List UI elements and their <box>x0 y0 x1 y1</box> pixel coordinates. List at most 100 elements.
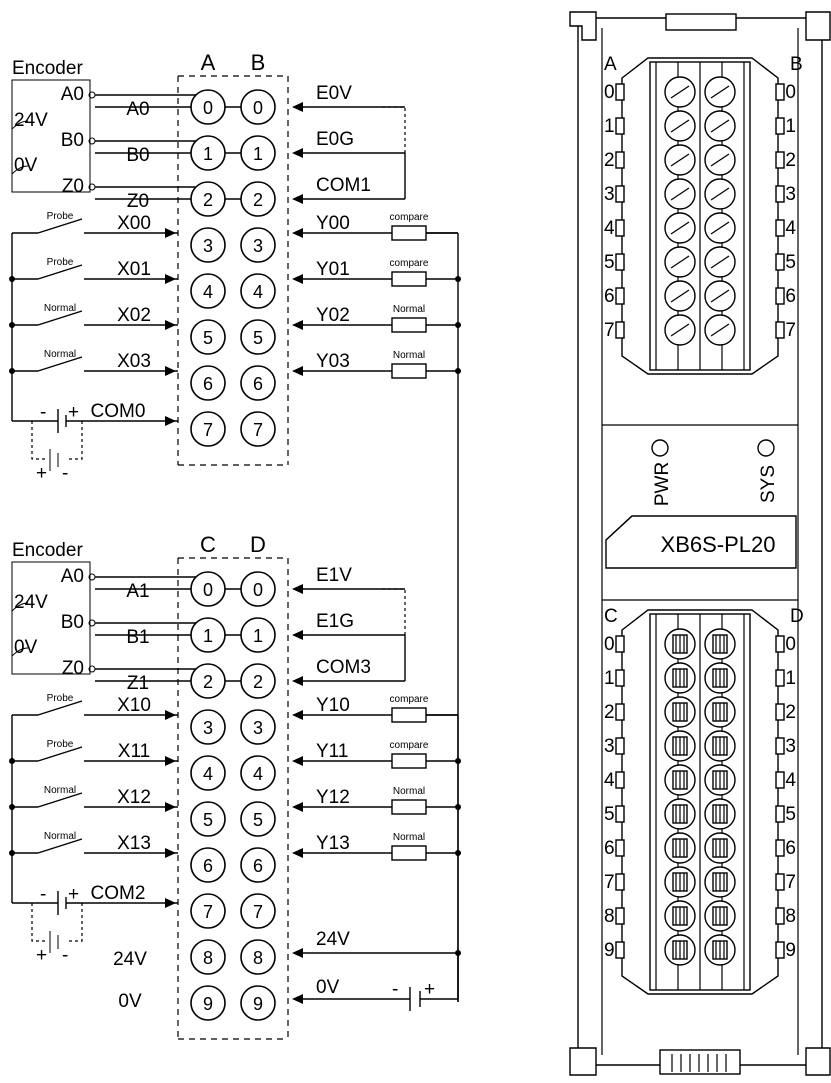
row-number-label: 5 <box>785 252 796 273</box>
input-arrow-icon <box>292 194 303 204</box>
terminal-left <box>190 617 226 653</box>
terminal-number: 3 <box>203 236 213 256</box>
load-type-label: Normal <box>393 832 425 843</box>
row-number-label: 0 <box>785 82 796 103</box>
row-number-label: 3 <box>785 736 796 757</box>
terminal-right <box>240 985 276 1021</box>
output-arrow-icon <box>292 366 303 376</box>
output-label: Y11 <box>316 741 348 762</box>
screw-slot <box>670 289 690 303</box>
encoder-wire-label: B1 <box>126 627 149 648</box>
row-number-label: 8 <box>785 906 796 927</box>
row-number-label: 7 <box>604 872 615 893</box>
terminal-left <box>190 227 226 263</box>
row-number-label: 4 <box>785 218 796 239</box>
screw-slot <box>710 289 730 303</box>
input-arrow-icon <box>165 802 176 812</box>
pin-slot-icon <box>775 287 785 305</box>
terminal-number: 6 <box>203 374 213 394</box>
battery-plus-label: + <box>68 884 79 905</box>
input-label: X10 <box>117 695 151 716</box>
battery-minus-label: - <box>40 402 46 423</box>
input-label: X11 <box>118 741 150 762</box>
column-header-right: B <box>251 50 266 75</box>
terminal-left <box>190 571 226 607</box>
terminal-number: 2 <box>203 672 213 692</box>
switch-contact-icon <box>37 218 83 234</box>
encoder-supply-tick <box>11 165 29 175</box>
switch-contact-icon <box>37 264 83 280</box>
input-arrow-icon <box>292 102 303 112</box>
terminal-number: 5 <box>253 328 263 348</box>
row-number-label: 1 <box>604 116 615 137</box>
pin-slot-icon <box>615 737 625 755</box>
encoder-wire-label: B0 <box>126 145 149 166</box>
bottom-latch <box>659 1049 741 1075</box>
switch-type-label: Normal <box>44 349 76 360</box>
row-number-label: 0 <box>785 634 796 655</box>
connector-col-label: A <box>604 54 617 75</box>
encoder-pin-label: A0 <box>61 566 84 587</box>
input-label: X12 <box>117 787 151 808</box>
battery-plus-label: + <box>424 979 435 1000</box>
row-number-label: 7 <box>604 320 615 341</box>
row-number-label: 1 <box>785 116 796 137</box>
output-arrow-icon <box>292 756 303 766</box>
pin-slot-icon <box>775 907 785 925</box>
pin-slot-icon <box>615 635 625 653</box>
encoder-pin-label: Z0 <box>62 658 84 679</box>
load-resistor-icon <box>391 799 427 815</box>
switch-type-label: Probe <box>47 257 74 268</box>
pin-slot-icon <box>775 839 785 857</box>
pin-slot-icon <box>775 873 785 891</box>
pin-slot-icon <box>775 635 785 653</box>
row-number-label: 1 <box>604 668 615 689</box>
row-number-label: 6 <box>604 286 615 307</box>
row-number-label: 9 <box>785 940 796 961</box>
pin-slot-icon <box>775 185 785 203</box>
terminal-number: 4 <box>253 764 263 784</box>
row-number-label: 3 <box>604 736 615 757</box>
column-header-left: A <box>201 50 216 75</box>
input-arrow-icon <box>165 756 176 766</box>
top-left-clip <box>569 11 597 41</box>
encoder-pin-label: Z0 <box>62 176 84 197</box>
pwr-led-label: PWR <box>652 462 673 506</box>
pin-slot-icon <box>775 703 785 721</box>
screw-slot <box>670 153 690 167</box>
power-label-right: 24V <box>316 929 350 950</box>
terminal-right <box>240 847 276 883</box>
encoder-supply-tick <box>11 647 29 657</box>
encoder-wire-label: Z0 <box>127 191 149 212</box>
load-type-label: compare <box>390 740 429 751</box>
encoder-box <box>11 79 91 193</box>
pwr-led-icon <box>651 439 669 457</box>
terminal-number: 2 <box>253 190 263 210</box>
terminal-left <box>190 847 226 883</box>
input-label: X13 <box>117 833 151 854</box>
terminal-right <box>240 893 276 929</box>
pin-slot-icon <box>615 907 625 925</box>
load-type-label: Normal <box>393 350 425 361</box>
row-number-label: 6 <box>604 838 615 859</box>
encoder-title: Encoder <box>12 540 83 561</box>
pin-slot-icon <box>775 117 785 135</box>
output-label: Y03 <box>316 351 350 372</box>
row-number-label: 3 <box>604 184 615 205</box>
terminal-left <box>190 89 226 125</box>
pin-slot-icon <box>615 771 625 789</box>
encoder-pin-label: B0 <box>61 612 84 633</box>
encoder-pin-label: A0 <box>61 84 84 105</box>
terminal-number: 4 <box>203 764 213 784</box>
row-number-label: 2 <box>785 702 796 723</box>
terminal-number: 8 <box>203 948 213 968</box>
load-resistor-icon <box>391 317 427 333</box>
encoder-output-label: E1G <box>316 611 354 632</box>
column-header-left: C <box>200 532 216 557</box>
pin-slot-icon <box>615 321 625 339</box>
input-label: X02 <box>117 305 151 326</box>
terminal-left <box>190 985 226 1021</box>
terminal-block-frame <box>177 75 289 466</box>
terminal-number: 3 <box>203 718 213 738</box>
